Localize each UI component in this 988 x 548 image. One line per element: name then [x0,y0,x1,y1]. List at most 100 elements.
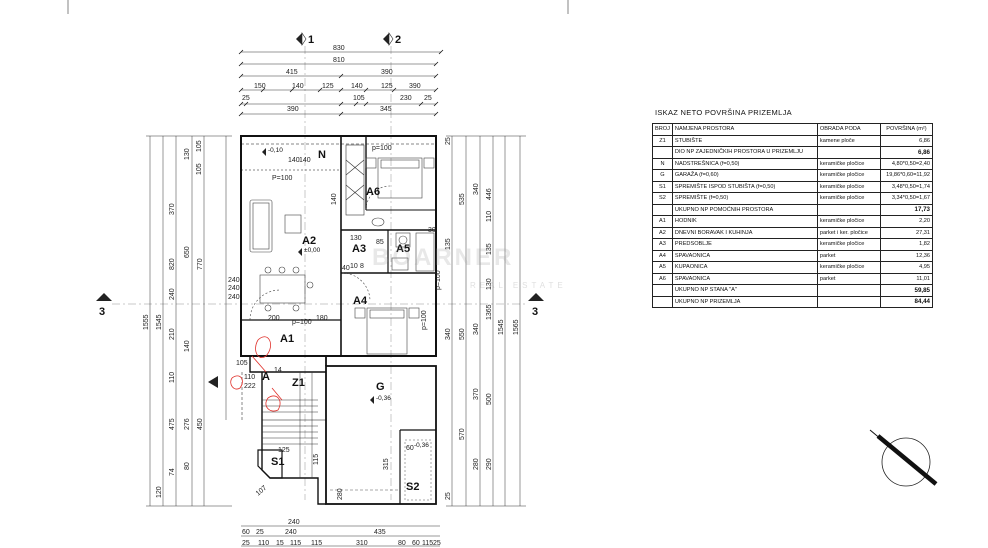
table-cell: A4 [652,249,673,262]
table-cell: KUPAONICA [671,261,818,274]
svg-text:P=100: P=100 [272,175,293,182]
table-cell [652,146,673,159]
svg-text:345: 345 [380,106,392,113]
dimension-tick [433,87,439,93]
table-row: UKUPNO NP STANA "A"59,85 [652,284,934,297]
dimension-tick [238,73,244,79]
svg-text:390: 390 [381,69,393,76]
dimension-tick [238,49,244,55]
svg-text:240: 240 [228,285,240,292]
svg-text:110: 110 [258,540,269,547]
table-cell: Z1 [652,134,673,147]
svg-text:105: 105 [196,140,203,152]
svg-text:140: 140 [288,157,300,164]
table-cell [652,284,673,297]
table-cell: S1 [652,180,673,193]
svg-text:210: 210 [169,328,176,340]
svg-text:1555: 1555 [143,314,150,330]
left-dimension-texts: 1555 1545 820 770 475 450 130 105 370 65… [143,140,240,498]
svg-text:435: 435 [374,529,386,536]
section-marker-left: 3 [96,293,112,318]
svg-text:830: 830 [333,45,345,52]
svg-text:240: 240 [228,294,240,301]
svg-text:115: 115 [311,540,322,547]
table-cell: UKUPNO NP PRIZEMLJA [671,295,818,308]
svg-text:-0,36: -0,36 [376,395,391,402]
right-dimension-texts: 1565 1545 535 446 340 550 500 570 370 28… [445,137,520,500]
svg-text:820: 820 [169,258,176,270]
bottom-dimension-texts: 60 25 240 435 25 110 15 115 115 80 60 11… [242,519,441,547]
svg-text:390: 390 [287,106,299,113]
living-furniture [249,199,314,321]
svg-text:200: 200 [268,315,280,322]
table-cell: 84,44 [879,295,934,308]
table-cell: G [652,169,673,182]
table-cell: keramičke pločice [816,261,881,274]
dimension-tick [433,111,439,117]
room-labels: N A6 A2 A3 A5 A4 A1 A Z1 G S1 S2 [262,149,419,493]
area-table-panel: ISKAZ NETO POVRŠINA PRIZEMLJA BROJ NAMJE… [652,108,934,308]
watermark-subtitle: REAL ESTATE [470,281,567,290]
table-cell [816,203,881,216]
svg-text:535: 535 [459,193,466,205]
svg-text:415: 415 [286,69,298,76]
table-cell: A6 [652,272,673,285]
table-cell: SPREMIŠTE (f=0,50) [671,192,818,205]
table-cell: UKUPNO NP POMOĆNIH PROSTORA [671,203,818,216]
svg-text:1545: 1545 [498,319,505,335]
section-label-1: 1 [308,34,314,46]
table-cell: DNEVNI BORAVAK I KUHINJA [671,226,818,239]
svg-text:30: 30 [428,227,436,234]
svg-text:125: 125 [381,83,393,90]
garage-details [330,439,432,501]
svg-text:25: 25 [424,95,432,102]
svg-text:110: 110 [169,372,176,383]
header-povrsina: POVRŠINA (m²) [879,123,934,136]
table-cell: 4,95 [879,261,934,274]
bed-a4 [341,272,420,355]
left-dimensions [146,135,232,507]
walls [240,135,437,505]
svg-text:475: 475 [169,418,176,430]
svg-text:60: 60 [406,445,414,452]
svg-text:370: 370 [169,203,176,215]
svg-text:140: 140 [351,83,363,90]
svg-text:125: 125 [322,83,334,90]
svg-text:60: 60 [242,529,250,536]
svg-text:14: 14 [274,367,282,374]
dimension-tick [317,87,323,93]
svg-text:1365: 1365 [486,304,493,320]
dimension-tick [338,73,344,79]
table-cell [816,146,881,159]
svg-text:80: 80 [184,462,191,470]
svg-text:550: 550 [459,328,466,340]
svg-text:140: 140 [299,157,311,164]
svg-text:240: 240 [228,277,240,284]
table-cell: 6,86 [879,146,934,159]
svg-text:230: 230 [400,95,412,102]
table-cell: A5 [652,261,673,274]
room-label-z1: Z1 [292,377,305,389]
table-cell: 17,73 [879,203,934,216]
table-row: UKUPNO NP PRIZEMLJA 84,44 [652,295,934,308]
table-cell: 59,85 [879,284,934,297]
svg-text:280: 280 [337,488,344,500]
svg-text:p=100: p=100 [435,270,442,290]
table-cell: 4,80*0,50=2,40 [879,157,934,170]
svg-text:3: 3 [532,306,538,318]
svg-text:310: 310 [356,540,368,547]
table-cell: 3,48*0,50=1,74 [879,180,934,193]
table-cell: A3 [652,238,673,251]
svg-text:110: 110 [244,374,255,381]
room-label-a2: A2 [302,235,316,247]
table-cell: keramičke pločice [816,169,881,182]
svg-text:140: 140 [292,83,304,90]
svg-text:240: 240 [285,529,297,536]
dimension-tick [438,49,444,55]
svg-text:110: 110 [486,211,493,222]
dimension-tick [289,87,295,93]
